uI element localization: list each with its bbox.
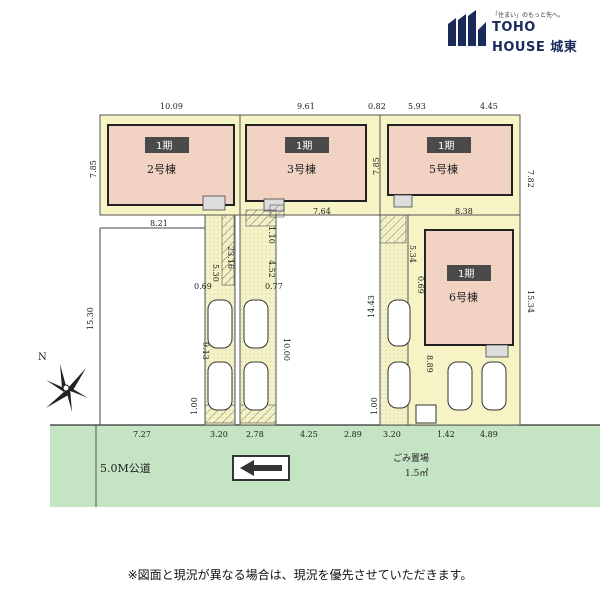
dim-path3-e: 1.00 xyxy=(370,397,379,415)
dim-path3-a: 14.43 xyxy=(367,295,376,318)
hatch-4 xyxy=(269,204,285,218)
dim-left-side: 7.85 xyxy=(89,160,98,178)
dim-top-e: 4.45 xyxy=(480,102,498,111)
dim-mid-side: 7.85 xyxy=(372,157,381,175)
lot-6-phase: 1期 xyxy=(458,268,474,280)
logo-mark-icon xyxy=(448,10,486,46)
dim-top-a: 10.09 xyxy=(160,102,183,111)
lot-2-phase: 1期 xyxy=(156,140,172,152)
dim-path1-e: 1.00 xyxy=(190,397,199,415)
dim-lot3-bottom: 7.64 xyxy=(313,207,331,216)
dim-front-d: 4.25 xyxy=(300,430,318,439)
dim-path2-c: 0.77 xyxy=(265,282,283,291)
lot-3-badge: 1期 3号棟 xyxy=(285,137,329,176)
dim-top-b: 9.61 xyxy=(297,102,315,111)
garbage-area xyxy=(415,404,437,424)
dim-path3-d: 8.89 xyxy=(425,355,434,373)
lot-5-phase: 1期 xyxy=(438,140,454,152)
lot-6-badge: 1期 6号棟 xyxy=(447,265,491,304)
hatch-1 xyxy=(221,214,235,286)
dim-path3-b: 5.34 xyxy=(408,245,417,263)
dim-path2-b: 4.52 xyxy=(267,260,276,278)
compass-label: N xyxy=(38,352,47,363)
logo-line-1: TOHO xyxy=(492,20,536,35)
toho-house-logo: 「住まい」のもっと先へ。 TOHO HOUSE 城東 xyxy=(446,6,596,55)
disclaimer-note: ※図面と現況が異なる場合は、現況を優先させていただきます。 xyxy=(127,568,473,582)
dim-lot2-bottom: 8.21 xyxy=(150,219,168,228)
lot-3-name: 3号棟 xyxy=(287,162,316,176)
dim-path1-b: 23.16 xyxy=(226,246,235,269)
dim-lot6-right: 15.34 xyxy=(526,290,535,313)
dim-right-side-top: 7.82 xyxy=(526,170,535,188)
lot-5-building xyxy=(387,124,513,196)
garbage-area-size: 1.5㎡ xyxy=(405,468,428,479)
dim-path2-d: 10.00 xyxy=(282,338,291,361)
dim-path1-d: 9.13 xyxy=(201,342,210,360)
dimension-labels: 10.09 9.61 0.82 5.93 4.45 7.85 7.85 7.82… xyxy=(86,102,535,439)
lot-2-badge: 1期 2号棟 xyxy=(145,137,189,176)
dim-front-c: 2.78 xyxy=(246,430,264,439)
parking-cars xyxy=(207,299,507,411)
road-label: 5.0M公道 xyxy=(100,461,151,475)
lot-6-entry xyxy=(485,344,509,358)
lot-5-badge: 1期 5号棟 xyxy=(427,137,471,176)
hatch-2 xyxy=(245,209,277,227)
logo-tagline: 「住まい」のもっと先へ。 xyxy=(492,12,565,19)
lot-5-name: 5号棟 xyxy=(429,162,458,176)
logo-line-2: HOUSE 城東 xyxy=(492,40,578,55)
lot-6-name: 6号棟 xyxy=(449,290,478,304)
dim-front-f: 3.20 xyxy=(383,430,401,439)
road-direction-arrow-icon xyxy=(232,455,290,481)
lot-2-entry xyxy=(202,195,226,211)
lot-6-building xyxy=(424,229,514,346)
lot-2-name: 2号棟 xyxy=(147,162,176,176)
hatch-3 xyxy=(379,214,407,244)
dim-path3-c: 0.69 xyxy=(416,276,425,294)
dim-top-d: 5.93 xyxy=(408,102,426,111)
lot-3-phase: 1期 xyxy=(296,140,312,152)
dim-lot5-bottom: 8.38 xyxy=(455,207,473,216)
dim-front-e: 2.89 xyxy=(344,430,362,439)
dim-path2-a: 1.10 xyxy=(267,226,276,244)
dim-front-b: 3.20 xyxy=(210,430,228,439)
dim-front-h: 4.89 xyxy=(480,430,498,439)
garbage-label: ごみ置場 xyxy=(393,452,429,464)
dim-front-g: 1.42 xyxy=(437,430,455,439)
dim-path1-a: 5.30 xyxy=(211,264,220,282)
north-compass-icon xyxy=(46,364,88,412)
dim-top-c: 0.82 xyxy=(368,102,386,111)
dim-path1-c: 0.69 xyxy=(194,282,212,291)
lot-5-entry xyxy=(393,194,413,208)
road xyxy=(50,425,600,507)
dim-west-long: 15.30 xyxy=(86,307,95,330)
dim-front-a: 7.27 xyxy=(133,430,151,439)
